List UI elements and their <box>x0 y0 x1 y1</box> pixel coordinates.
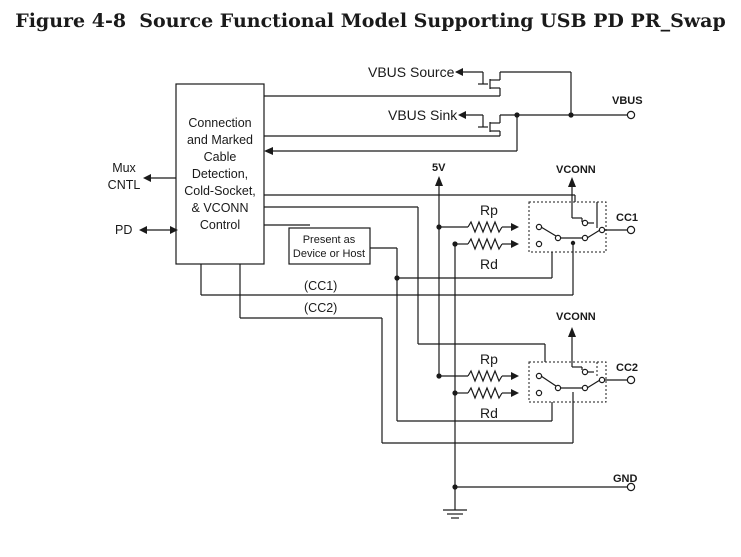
vbus-sink-label: VBUS Sink <box>388 107 458 123</box>
rd-bottom-resistor <box>467 386 503 400</box>
mux-label-2: CNTL <box>108 178 141 192</box>
vconn-bottom-label: VCONN <box>556 311 596 323</box>
cc1-rp-rd-switch <box>540 226 557 237</box>
cc2-port-label: CC2 <box>616 362 638 374</box>
gnd-label: GND <box>613 473 638 485</box>
svg-text:& VCONN: & VCONN <box>192 201 249 215</box>
rp-top-resistor <box>467 220 503 234</box>
svg-text:Device or Host: Device or Host <box>293 248 365 260</box>
svg-text:Cold-Socket,: Cold-Socket, <box>184 184 256 198</box>
figure-title: Figure 4-8 Source Functional Model Suppo… <box>15 10 726 32</box>
cc2-terminal <box>626 375 636 385</box>
gnd-terminal <box>626 482 636 492</box>
present-block-label: Present as Device or Host <box>293 234 365 260</box>
cc1-terminal <box>626 225 636 235</box>
cc1-bus-label: (CC1) <box>304 279 337 293</box>
rd-bottom-label: Rd <box>480 405 498 421</box>
rp-bottom-resistor <box>467 369 503 383</box>
svg-text:Control: Control <box>200 218 240 232</box>
svg-text:Cable: Cable <box>204 150 237 164</box>
present-block <box>288 227 371 265</box>
mux-label: Mux <box>112 161 136 175</box>
cc2-bus-label: (CC2) <box>304 301 337 315</box>
control-block <box>175 83 265 265</box>
svg-text:Present as: Present as <box>303 234 356 246</box>
vconn-top-label: VCONN <box>556 164 596 176</box>
pd-arrow-left <box>139 226 147 234</box>
pd-label: PD <box>115 223 132 237</box>
vbus-source-label: VBUS Source <box>368 64 455 80</box>
rd-top-label: Rd <box>480 256 498 272</box>
svg-text:and Marked: and Marked <box>187 133 253 147</box>
mux-arrow <box>143 174 151 182</box>
rd-top-resistor <box>467 237 503 251</box>
cc1-vconn-switch <box>586 229 601 239</box>
svg-text:Detection,: Detection, <box>192 167 248 181</box>
control-block-label: Connection and Marked Cable Detection, C… <box>184 116 256 232</box>
pd-arrow-right <box>170 226 178 234</box>
cc2-vconn-switch <box>586 379 601 389</box>
cc1-port-label: CC1 <box>616 212 638 224</box>
svg-text:Connection: Connection <box>188 116 251 130</box>
cc2-switch-box <box>528 361 607 403</box>
rp-top-label: Rp <box>480 202 498 218</box>
five-v-label: 5V <box>432 162 446 174</box>
cc2-rp-rd-switch <box>540 375 557 387</box>
vbus-terminal <box>626 110 636 120</box>
vbus-right-label: VBUS <box>612 95 643 107</box>
ground-symbol <box>443 509 467 519</box>
cc1-switch-box <box>528 201 607 253</box>
rp-bottom-label: Rp <box>480 351 498 367</box>
